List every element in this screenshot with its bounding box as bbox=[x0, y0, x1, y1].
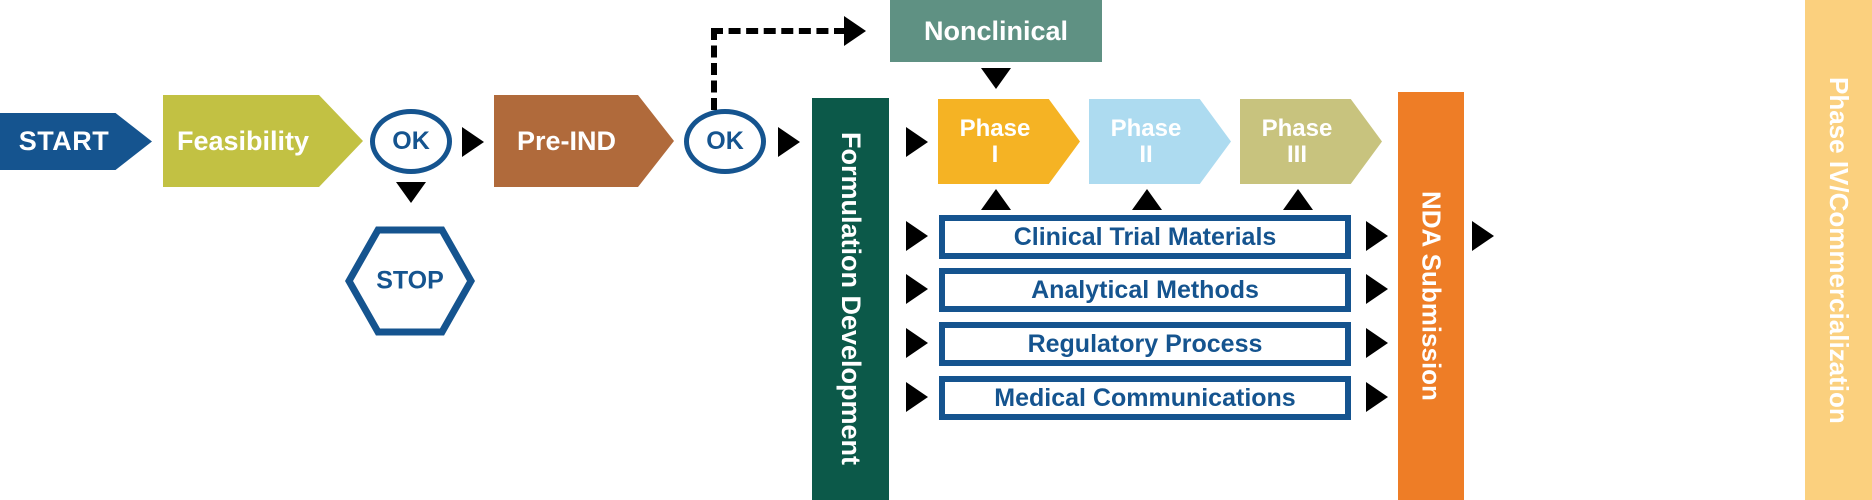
node-start-label: START bbox=[18, 126, 110, 157]
arrow-up-to-phase-2 bbox=[1132, 189, 1162, 210]
arrow-dashed-to-nonclinical bbox=[844, 16, 866, 46]
node-formulation-development-label: Formulation Development bbox=[836, 132, 866, 466]
dashed-connector-vertical bbox=[711, 28, 717, 110]
arrow-formulation-to-medical-communications bbox=[906, 382, 928, 412]
decision-ok-2-label: OK bbox=[706, 127, 744, 155]
node-pre-ind-label: Pre-IND bbox=[516, 125, 617, 156]
node-nonclinical-label: Nonclinical bbox=[923, 15, 1069, 46]
node-start[interactable]: START bbox=[0, 113, 152, 170]
arrow-medical-communications-to-nda bbox=[1366, 382, 1388, 412]
arrow-ok2-to-formulation bbox=[778, 127, 800, 157]
node-nda-submission[interactable]: NDA Submission bbox=[1398, 92, 1464, 500]
stop-hexagon-shape bbox=[344, 226, 476, 336]
node-nonclinical[interactable]: Nonclinical bbox=[890, 0, 1102, 62]
node-phase-1-numeral: I bbox=[991, 140, 999, 168]
node-feasibility[interactable]: Feasibility bbox=[163, 95, 363, 187]
workstream-analytical-methods-label: Analytical Methods bbox=[1031, 275, 1259, 304]
workstream-analytical-methods[interactable]: Analytical Methods bbox=[939, 268, 1351, 312]
node-phase-2-name: Phase bbox=[1110, 115, 1182, 143]
workstream-medical-communications[interactable]: Medical Communications bbox=[939, 376, 1351, 420]
node-feasibility-label: Feasibility bbox=[176, 125, 310, 156]
workstream-clinical-trial-materials-label: Clinical Trial Materials bbox=[1013, 222, 1277, 251]
arrow-formulation-to-regulatory-process bbox=[906, 328, 928, 358]
dashed-connector-horizontal bbox=[711, 28, 846, 34]
arrow-ok1-to-preind bbox=[462, 127, 484, 157]
decision-ok-1-label: OK bbox=[392, 127, 430, 155]
node-formulation-development[interactable]: Formulation Development bbox=[812, 98, 889, 500]
arrow-analytical-methods-to-nda bbox=[1366, 274, 1388, 304]
arrow-formulation-to-phase-row bbox=[906, 127, 928, 157]
node-phase-3-name: Phase bbox=[1261, 115, 1333, 143]
node-phase-1[interactable]: Phase I bbox=[938, 99, 1080, 184]
node-phase-3[interactable]: Phase III bbox=[1240, 99, 1382, 184]
arrow-nonclinical-to-phase-1 bbox=[981, 68, 1011, 89]
decision-ok-1[interactable]: OK bbox=[370, 109, 452, 174]
arrow-up-to-phase-1 bbox=[981, 189, 1011, 210]
arrow-clinical-trial-materials-to-nda bbox=[1366, 221, 1388, 251]
arrow-formulation-to-clinical-trial-materials bbox=[906, 221, 928, 251]
arrow-up-to-phase-3 bbox=[1283, 189, 1313, 210]
node-stop[interactable]: STOP bbox=[344, 226, 476, 336]
arrow-ok1-to-stop bbox=[396, 182, 426, 203]
node-phase-2-numeral: II bbox=[1139, 140, 1153, 168]
node-phase-iv-commercialization[interactable]: Phase IV/Commercialization bbox=[1805, 0, 1872, 500]
workstream-regulatory-process-label: Regulatory Process bbox=[1027, 329, 1263, 358]
workstream-clinical-trial-materials[interactable]: Clinical Trial Materials bbox=[939, 215, 1351, 259]
node-nda-submission-label: NDA Submission bbox=[1416, 191, 1447, 401]
decision-ok-2[interactable]: OK bbox=[684, 109, 766, 174]
node-phase-2[interactable]: Phase II bbox=[1089, 99, 1231, 184]
node-phase-1-name: Phase bbox=[959, 115, 1031, 143]
arrow-formulation-to-analytical-methods bbox=[906, 274, 928, 304]
workstream-regulatory-process[interactable]: Regulatory Process bbox=[939, 322, 1351, 366]
arrow-regulatory-process-to-nda bbox=[1366, 328, 1388, 358]
node-phase-3-numeral: III bbox=[1286, 140, 1307, 168]
workstream-medical-communications-label: Medical Communications bbox=[994, 383, 1296, 412]
arrow-nda-to-phase-iv bbox=[1472, 221, 1494, 251]
node-pre-ind[interactable]: Pre-IND bbox=[494, 95, 674, 187]
node-phase-iv-commercialization-label: Phase IV/Commercialization bbox=[1824, 76, 1854, 424]
